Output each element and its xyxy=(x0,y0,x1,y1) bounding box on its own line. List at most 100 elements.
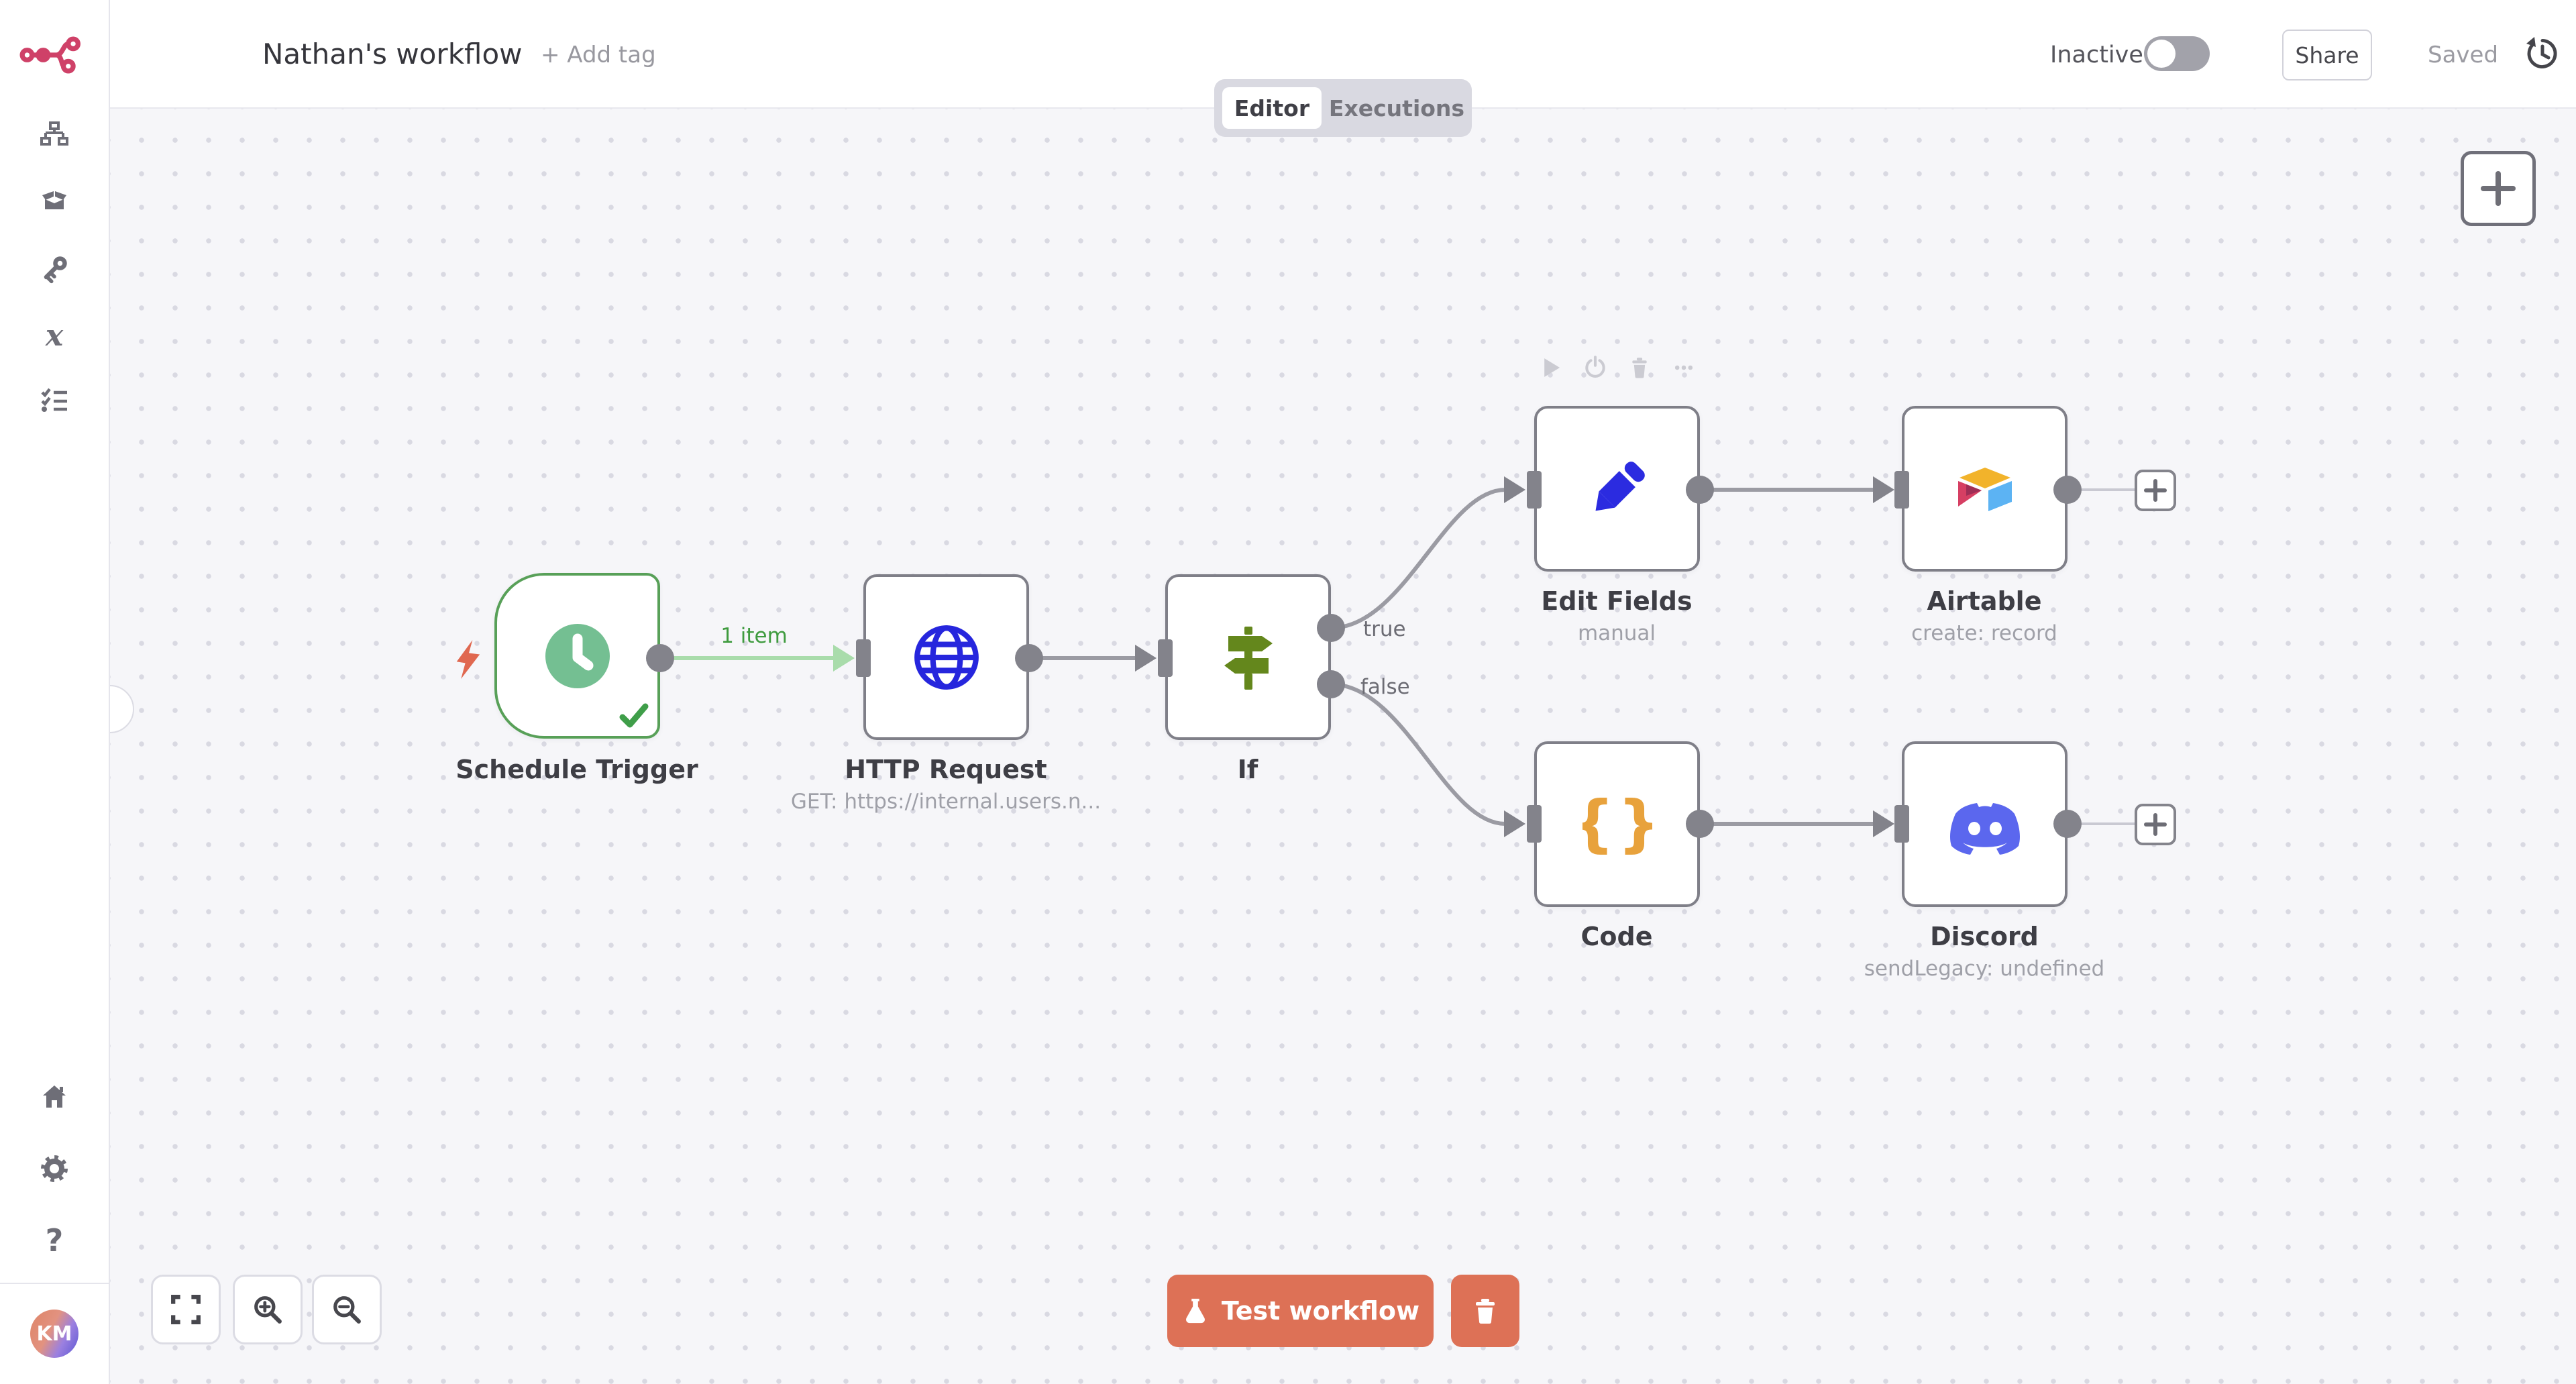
trash-icon[interactable] xyxy=(1627,356,1652,380)
power-icon[interactable] xyxy=(1583,356,1607,380)
node-subtitle: manual xyxy=(1577,621,1656,645)
node-label: Airtable xyxy=(1927,586,2042,616)
node-toolbar xyxy=(1539,356,1696,380)
zoom-in-button[interactable] xyxy=(233,1275,303,1344)
node-discord[interactable] xyxy=(1902,741,2068,907)
plus-icon xyxy=(2144,813,2167,836)
tab-executions[interactable]: Executions xyxy=(1328,95,1465,121)
node-code[interactable]: {} xyxy=(1534,741,1700,907)
play-icon[interactable] xyxy=(1539,356,1563,380)
activation-toggle[interactable] xyxy=(2144,36,2210,71)
zoom-out-icon xyxy=(333,1296,361,1324)
connection-arrow xyxy=(1504,476,1525,503)
sidebar-item-executions[interactable] xyxy=(0,386,109,416)
variables-x-icon: x xyxy=(45,321,64,351)
output-port-code[interactable] xyxy=(1686,810,1714,838)
node-label: Edit Fields xyxy=(1541,586,1693,616)
credentials-key-icon xyxy=(44,256,67,284)
node-subtitle: GET: https://internal.users.n... xyxy=(790,790,1102,814)
sidebar-item-templates[interactable] xyxy=(0,187,109,216)
connection-arrow xyxy=(1873,476,1894,503)
branch-true-label: true xyxy=(1363,617,1406,641)
test-workflow-button[interactable]: Test workflow xyxy=(1167,1275,1434,1347)
sidebar: x ? xyxy=(0,0,110,1384)
airtable-logo-icon xyxy=(1957,467,2012,511)
workflow-canvas[interactable]: {} Schedule Trigger HTTP Request GET: ht… xyxy=(86,109,2576,1384)
add-node-after-discord-button[interactable] xyxy=(2135,804,2176,845)
input-port-http[interactable] xyxy=(856,639,871,677)
sidebar-item-home[interactable] xyxy=(0,1082,109,1112)
connection-arrow xyxy=(1135,645,1157,672)
signpost-icon xyxy=(1224,626,1273,690)
connection-arrow xyxy=(1504,810,1525,837)
workflow-title[interactable]: Nathan's workflow xyxy=(262,38,523,70)
connection-arrow xyxy=(1873,810,1894,837)
node-label: Discord xyxy=(1930,922,2039,951)
branch-false-label: false xyxy=(1360,675,1410,699)
add-tag-button[interactable]: + Add tag xyxy=(541,42,656,68)
home-icon xyxy=(43,1085,66,1108)
view-tabs: Editor Executions xyxy=(1214,79,1472,137)
node-airtable[interactable] xyxy=(1902,406,2068,572)
tab-editor[interactable]: Editor xyxy=(1222,87,1322,129)
trigger-bolt-icon xyxy=(456,640,480,679)
svg-text:x: x xyxy=(45,321,64,351)
fit-view-icon xyxy=(171,1295,201,1324)
node-more-icon[interactable] xyxy=(1672,356,1696,380)
executions-checklist-icon xyxy=(41,388,67,412)
sidebar-item-variables[interactable]: x xyxy=(0,321,109,351)
output-port-edit-fields[interactable] xyxy=(1686,476,1714,504)
trash-icon xyxy=(1476,1299,1495,1324)
items-count-label: 1 item xyxy=(720,624,788,648)
node-edit-fields[interactable] xyxy=(1534,406,1700,572)
node-http-request[interactable] xyxy=(863,574,1029,740)
workflows-icon xyxy=(40,121,68,146)
globe-icon xyxy=(914,625,979,690)
input-port-edit-fields[interactable] xyxy=(1527,471,1542,509)
connections-layer xyxy=(660,476,2135,837)
input-port-airtable[interactable] xyxy=(1894,471,1909,509)
history-clock-icon xyxy=(2526,37,2557,68)
output-port-schedule[interactable] xyxy=(646,644,674,672)
plus-icon xyxy=(2144,479,2167,502)
output-port-airtable[interactable] xyxy=(2053,476,2082,504)
connection-arrow xyxy=(833,645,855,672)
input-port-if[interactable] xyxy=(1158,639,1173,677)
sidebar-divider xyxy=(0,1283,109,1284)
node-subtitle: create: record xyxy=(1911,621,2057,645)
avatar[interactable]: KM xyxy=(30,1310,78,1358)
node-subtitle: sendLegacy: undefined xyxy=(1864,957,2105,981)
output-port-http[interactable] xyxy=(1015,644,1043,672)
toggle-knob xyxy=(2147,40,2176,68)
node-label: HTTP Request xyxy=(845,755,1047,784)
node-if[interactable] xyxy=(1165,574,1331,740)
success-check-icon xyxy=(619,703,649,728)
output-port-if-true[interactable] xyxy=(1317,614,1345,642)
history-button[interactable] xyxy=(2524,35,2561,75)
delete-workflow-button[interactable] xyxy=(1451,1275,1519,1347)
add-node-button[interactable] xyxy=(2461,151,2536,226)
sidebar-item-credentials[interactable] xyxy=(0,254,109,284)
activation-status-label: Inactive xyxy=(2050,42,2143,68)
svg-text:{}: {} xyxy=(1582,790,1652,859)
node-schedule-trigger[interactable] xyxy=(456,573,660,739)
sidebar-item-help[interactable]: ? xyxy=(0,1222,109,1259)
n8n-logo[interactable] xyxy=(0,34,109,76)
zoom-out-button[interactable] xyxy=(312,1275,382,1344)
zoom-to-fit-button[interactable] xyxy=(151,1275,221,1344)
help-icon: ? xyxy=(45,1222,64,1259)
sidebar-item-settings[interactable] xyxy=(0,1154,109,1183)
share-button[interactable]: Share xyxy=(2282,30,2372,81)
connection-if-false-code[interactable] xyxy=(1330,682,1506,826)
sidebar-item-workflows[interactable] xyxy=(0,121,109,150)
input-port-code[interactable] xyxy=(1527,805,1542,843)
node-label: Schedule Trigger xyxy=(455,755,698,784)
input-port-discord[interactable] xyxy=(1894,805,1909,843)
add-node-after-airtable-button[interactable] xyxy=(2135,470,2176,511)
output-port-if-false[interactable] xyxy=(1317,670,1345,698)
zoom-in-icon xyxy=(254,1296,282,1324)
pencil-icon xyxy=(1595,461,1645,511)
connection-if-true-editfields[interactable] xyxy=(1330,488,1506,630)
output-port-discord[interactable] xyxy=(2053,810,2082,838)
